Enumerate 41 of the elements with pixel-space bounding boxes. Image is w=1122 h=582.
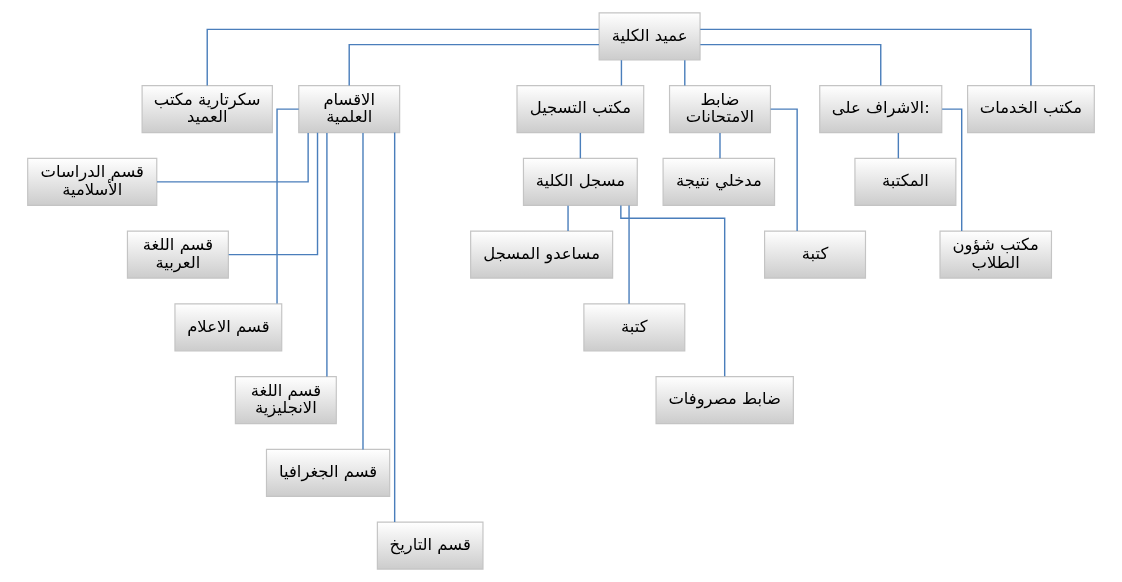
connector — [326, 132, 328, 378]
node-box: المكتبة — [854, 157, 957, 206]
connector — [567, 205, 569, 232]
connector — [769, 108, 798, 232]
node-box: قسم الجغرافيا — [265, 448, 391, 497]
node-box: مكتب شؤون الطلاب — [939, 230, 1053, 279]
node-box: مساعدو المسجل — [470, 230, 614, 279]
connector — [699, 28, 1032, 87]
connector — [156, 132, 309, 183]
node-box: كتبة — [583, 303, 686, 352]
node-box: كتبة — [764, 230, 867, 279]
node-box: الاقسام العلمية — [298, 85, 401, 134]
connector — [362, 132, 364, 451]
connector — [393, 131, 396, 523]
node-box: قسم الاعلام — [174, 303, 283, 352]
node-box: سكرتارية مكتب العميد — [141, 85, 273, 134]
node-box: مدخلي نتيجة — [662, 157, 776, 206]
node-box: قسم التاريخ — [376, 521, 484, 570]
node-box: ضابط الامتحانات — [668, 85, 772, 134]
node-box: مكتب التسجيل — [516, 85, 645, 134]
connector — [228, 132, 319, 256]
connector — [684, 59, 686, 87]
node-box: مكتب الخدمات — [967, 85, 1095, 134]
connector — [897, 132, 900, 159]
connector — [620, 59, 623, 87]
connector — [206, 28, 600, 87]
connector — [348, 43, 600, 87]
connector — [276, 108, 300, 305]
connector — [699, 43, 882, 87]
node-box: مسجل الكلية — [522, 157, 638, 206]
node-box: قسم اللغة الانجليزية — [234, 376, 337, 425]
node-box: ضابط مصروفات — [655, 376, 794, 425]
connector — [628, 204, 630, 305]
node-box: عميد الكلية — [598, 12, 701, 61]
connector — [719, 132, 721, 159]
connector — [579, 132, 582, 159]
node-box: قسم الدراسات الأسلامية — [27, 157, 158, 206]
node-box: قسم اللغة العربية — [126, 230, 229, 279]
connector — [620, 204, 726, 378]
connector — [941, 108, 963, 232]
node-box: الاشراف على: — [819, 85, 943, 134]
